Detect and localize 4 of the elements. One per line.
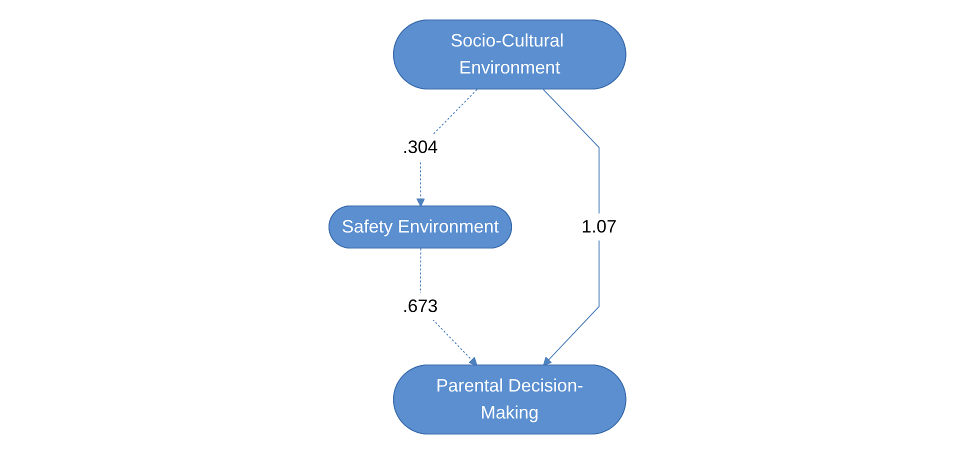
edge-label: 1.07	[581, 216, 616, 236]
edge-label: .673	[402, 296, 438, 316]
edge-label: .304	[402, 136, 438, 157]
arrow	[542, 89, 600, 366]
